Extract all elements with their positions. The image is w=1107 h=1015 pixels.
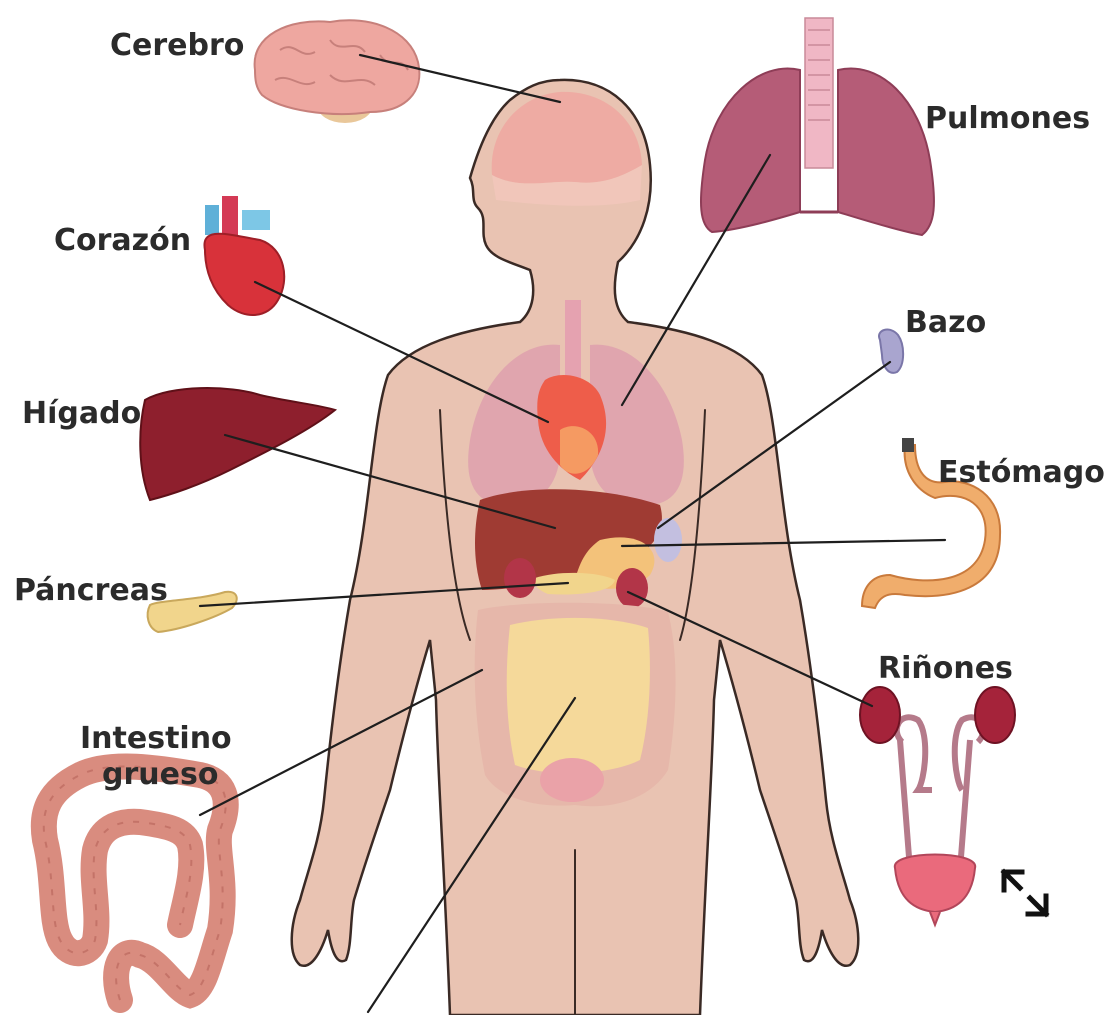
internal-small-intestine bbox=[507, 618, 650, 773]
label-bazo: Bazo bbox=[905, 305, 986, 340]
label-intestino-line1: Intestino bbox=[80, 721, 232, 756]
heart-illustration bbox=[204, 196, 284, 315]
internal-kidney-right bbox=[616, 568, 648, 608]
internal-spleen bbox=[654, 518, 682, 562]
kidneys-illustration bbox=[860, 687, 1015, 925]
label-estomago: Estómago bbox=[938, 455, 1105, 490]
liver-illustration bbox=[140, 388, 335, 500]
internal-trachea bbox=[565, 300, 581, 380]
label-intestino-line2: grueso bbox=[102, 757, 218, 792]
brain-illustration bbox=[255, 20, 420, 123]
label-rinones: Riñones bbox=[878, 651, 1013, 686]
label-pulmones: Pulmones bbox=[925, 101, 1090, 136]
label-pancreas: Páncreas bbox=[14, 573, 168, 608]
label-higado: Hígado bbox=[22, 396, 141, 431]
label-cerebro: Cerebro bbox=[110, 28, 244, 63]
lungs-illustration bbox=[701, 18, 934, 235]
internal-kidney-left bbox=[504, 558, 536, 598]
label-corazon: Corazón bbox=[54, 223, 191, 258]
expand-arrows-icon[interactable] bbox=[994, 862, 1054, 922]
internal-organs bbox=[468, 300, 684, 806]
large-intestine-illustration bbox=[44, 766, 226, 1000]
internal-bladder bbox=[540, 758, 604, 802]
